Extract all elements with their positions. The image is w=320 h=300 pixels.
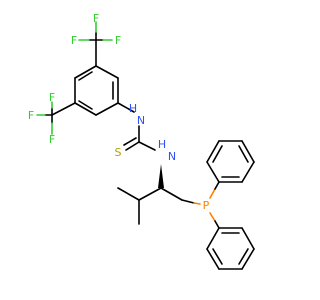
atom-sulfur: S [115,146,122,159]
bond-ch2-p [181,199,195,204]
aryl-ring-bonds [74,65,119,116]
atom-f-left-2: F [28,109,34,122]
bond-ch2-p-colored [193,202,201,205]
bond-ring-cf3-left [51,102,76,116]
molecule-structure: F F F F F F H N S H N P [28,12,255,270]
atom-n-upper: N [137,114,145,127]
atom-h-upper: H [129,102,137,115]
atom-f-top-3: F [115,34,121,47]
bond-p-phenyl-lower [209,212,216,222]
atom-f-top-1: F [93,12,99,25]
cf3-top-bonds [78,21,113,41]
bond-p-phenyl-upper [209,188,216,199]
atom-h-lower: H [158,138,166,151]
atom-n-lower: N [168,150,176,163]
bond-thiourea-c-nh [138,141,156,151]
bond-aryl-nh [117,102,135,113]
atom-f-left-1: F [49,91,55,104]
atom-f-left-3: F [49,133,55,146]
stereo-wedge [158,164,164,188]
thiocarbonyl-double-bond [123,137,140,151]
cf3-left-bonds [36,101,53,135]
bond-stereocenter-isopropyl [138,187,162,201]
atom-f-top-2: F [71,34,77,47]
bond-p-phenyl-lower-black [214,220,220,229]
bond-stereocenter-ch2 [160,187,183,201]
bond-isopropyl-methyl-1 [117,187,140,201]
atom-phosphorus: P [203,199,210,212]
bond-p-phenyl-upper-black [214,181,220,190]
phenyl-ring-upper [206,140,255,183]
phenyl-ring-lower [206,227,255,270]
